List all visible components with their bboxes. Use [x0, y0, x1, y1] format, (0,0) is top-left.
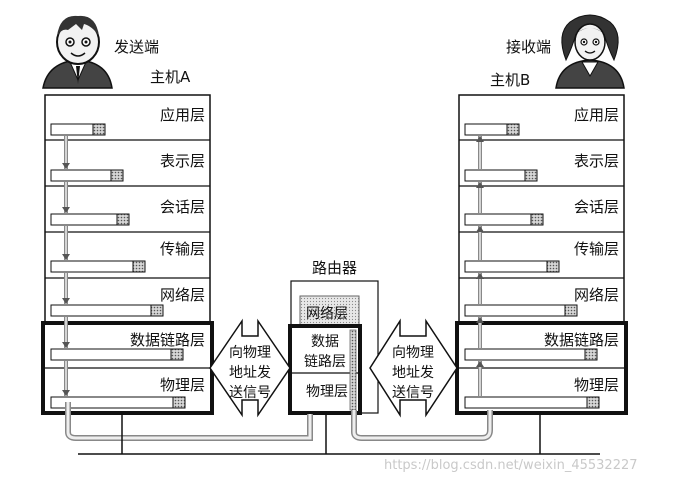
receiver-caption: 接收端 [506, 38, 551, 56]
signal-label-left: 向物理地址发送信号 [229, 345, 271, 401]
layer-label: 数据链路层 [544, 331, 619, 349]
router-physical-layer: 物理层 [306, 384, 348, 400]
layer-label: 物理层 [160, 376, 205, 394]
arrow-up-icon [476, 317, 484, 348]
data-packet [50, 213, 130, 226]
arrow-down-icon [62, 273, 70, 304]
data-packet [50, 348, 184, 361]
data-packet [50, 169, 124, 182]
router-datalink-layer-line2: 链路层 [304, 354, 346, 370]
router-title: 路由器 [312, 259, 357, 277]
router: 路由器 网络层 数据 链路层 物理层 [288, 259, 379, 415]
arrow-up-icon [476, 226, 484, 260]
layer-label: 表示层 [160, 152, 205, 170]
watermark: https://blog.csdn.net/weixin_45532227 [384, 458, 638, 473]
router-datalink-layer-line1: 数据 [311, 334, 339, 350]
layer-label: 数据链路层 [130, 331, 205, 349]
network-cable [65, 402, 600, 455]
arrow-down-icon [62, 226, 70, 260]
arrow-down-icon [62, 317, 70, 348]
data-packet [464, 123, 520, 136]
data-packet [50, 260, 146, 273]
arrow-up-icon [476, 361, 484, 396]
signal-arrow-left: 向物理地址发送信号 [209, 318, 291, 418]
sender-host-label: 主机A [150, 68, 191, 86]
receiver-person-icon [555, 14, 625, 89]
data-packet [50, 396, 186, 409]
router-network-layer: 网络层 [306, 306, 348, 322]
layer-label: 传输层 [160, 240, 205, 258]
signal-label-right: 向物理地址发送信号 [392, 345, 434, 401]
layer-label: 应用层 [574, 106, 619, 124]
receiver-host-label: 主机B [490, 71, 530, 89]
sender-caption: 发送端 [114, 38, 159, 56]
layer-label: 网络层 [574, 286, 619, 304]
data-packet [464, 304, 578, 317]
data-packet [464, 169, 538, 182]
layer-label: 会话层 [574, 198, 619, 216]
data-packet [50, 304, 164, 317]
layer-label: 会话层 [160, 198, 205, 216]
signal-arrow-right: 向物理地址发送信号 [369, 318, 458, 418]
data-packet [464, 348, 598, 361]
data-packet [464, 213, 544, 226]
layer-label: 表示层 [574, 152, 619, 170]
arrow-up-icon [476, 136, 484, 169]
layer-label: 物理层 [574, 376, 619, 394]
arrow-down-icon [62, 136, 70, 169]
sender-person-icon [42, 15, 113, 89]
arrow-down-icon [62, 182, 70, 213]
layer-label: 传输层 [574, 240, 619, 258]
arrow-down-icon [62, 361, 70, 396]
arrow-up-icon [476, 182, 484, 213]
layer-label: 网络层 [160, 286, 205, 304]
data-packet [464, 396, 600, 409]
layer-label: 应用层 [160, 106, 205, 124]
data-packet [464, 260, 560, 273]
data-packet [50, 123, 106, 136]
arrow-up-icon [476, 273, 484, 304]
